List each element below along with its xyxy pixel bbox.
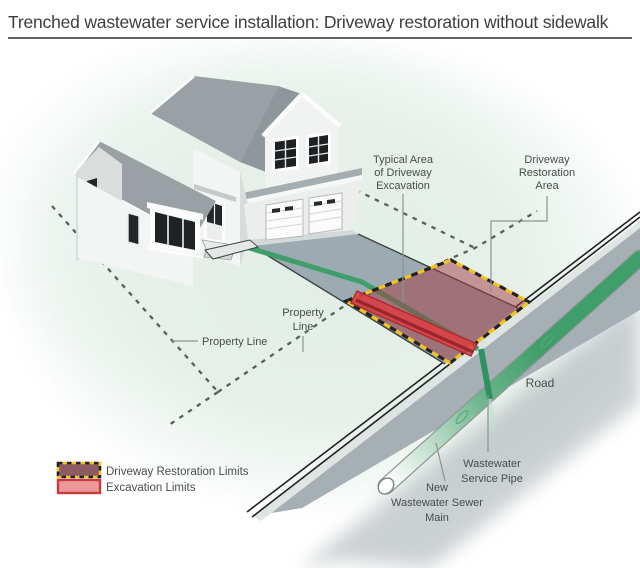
gable-fascia-left [261, 92, 304, 138]
page-title: Trenched wastewater service installation… [8, 12, 632, 39]
label-sewer-main: Main [425, 512, 449, 524]
legend-excavation-label: Excavation Limits [106, 482, 196, 494]
service-pipe-road-crossing [478, 348, 493, 400]
excavation-limits [350, 290, 478, 357]
garage-door-window [285, 206, 293, 211]
pipe-open-end [377, 477, 395, 495]
label-road: Road [526, 376, 555, 390]
road-shadow [300, 298, 640, 568]
property-line-side-dashed [355, 188, 476, 250]
garage-eave-fascia [238, 175, 362, 206]
bay-window [146, 202, 204, 259]
gable-fascia-right [300, 92, 342, 128]
restoration-area-border-black [342, 258, 532, 365]
label-restoration-area: Restoration [519, 167, 575, 179]
door-eave-strip [194, 184, 236, 202]
garage-door-window [327, 199, 335, 204]
driveway-apron [248, 230, 358, 246]
road [246, 211, 640, 521]
garage-eave-roof [238, 168, 362, 201]
driveway-restoration-area [342, 258, 532, 365]
road-highlight-strip [253, 221, 640, 521]
label-sewer-main: Wastewater Sewer [391, 497, 483, 509]
label-sewer-main: New [426, 482, 448, 494]
service-pipe-stub [486, 398, 497, 431]
leader-sewer-main [435, 442, 446, 482]
label-property-line-left: Property Line [202, 336, 267, 348]
sewer-main-pipe [377, 249, 640, 495]
main-roof-fascia [149, 74, 195, 115]
property-line-extension-dashed [165, 391, 219, 428]
garage-door-window [314, 201, 322, 206]
property-lines [51, 188, 538, 428]
label-restoration-area: Driveway [524, 154, 570, 166]
pipe-joint [455, 409, 469, 425]
label-typical-area: Typical Area [373, 154, 434, 166]
label-restoration-area: Area [535, 180, 559, 192]
house-illustration [72, 74, 362, 286]
front-walkway [204, 239, 260, 260]
road-edge-line-inner [251, 216, 640, 518]
sewer-main-body [378, 250, 640, 494]
side-window [127, 212, 140, 246]
legend-excavation-swatch [56, 478, 102, 495]
leader-restoration-area [490, 196, 548, 293]
legend: Driveway Restoration Limits Excavation L… [56, 461, 249, 495]
garage-door [308, 192, 343, 235]
driveway-edge-left [251, 245, 446, 365]
left-wing-roof-fascia-gable [72, 140, 101, 175]
excavation-strip-centerline [355, 298, 474, 354]
leader-lines [172, 194, 548, 482]
label-property-line-right: Line [293, 321, 314, 333]
legend-restoration-swatch [56, 461, 102, 479]
label-service-pipe: Service Pipe [461, 473, 523, 485]
label-service-pipe: Wastewater [463, 458, 521, 470]
garage-door-window [272, 208, 280, 213]
label-typical-area: of Driveway [374, 167, 432, 179]
upstairs-window [306, 132, 331, 167]
pipe-joint [540, 333, 554, 349]
label-typical-area: Excavation [376, 180, 430, 192]
label-property-line-right: Property [282, 307, 324, 319]
main-roof [150, 76, 278, 162]
garage-door [265, 198, 304, 241]
upstairs-window [272, 136, 299, 172]
legend-restoration-label: Driveway Restoration Limits [106, 466, 249, 478]
diagram-labels: Typical Area of Driveway Excavation Driv… [202, 154, 575, 524]
